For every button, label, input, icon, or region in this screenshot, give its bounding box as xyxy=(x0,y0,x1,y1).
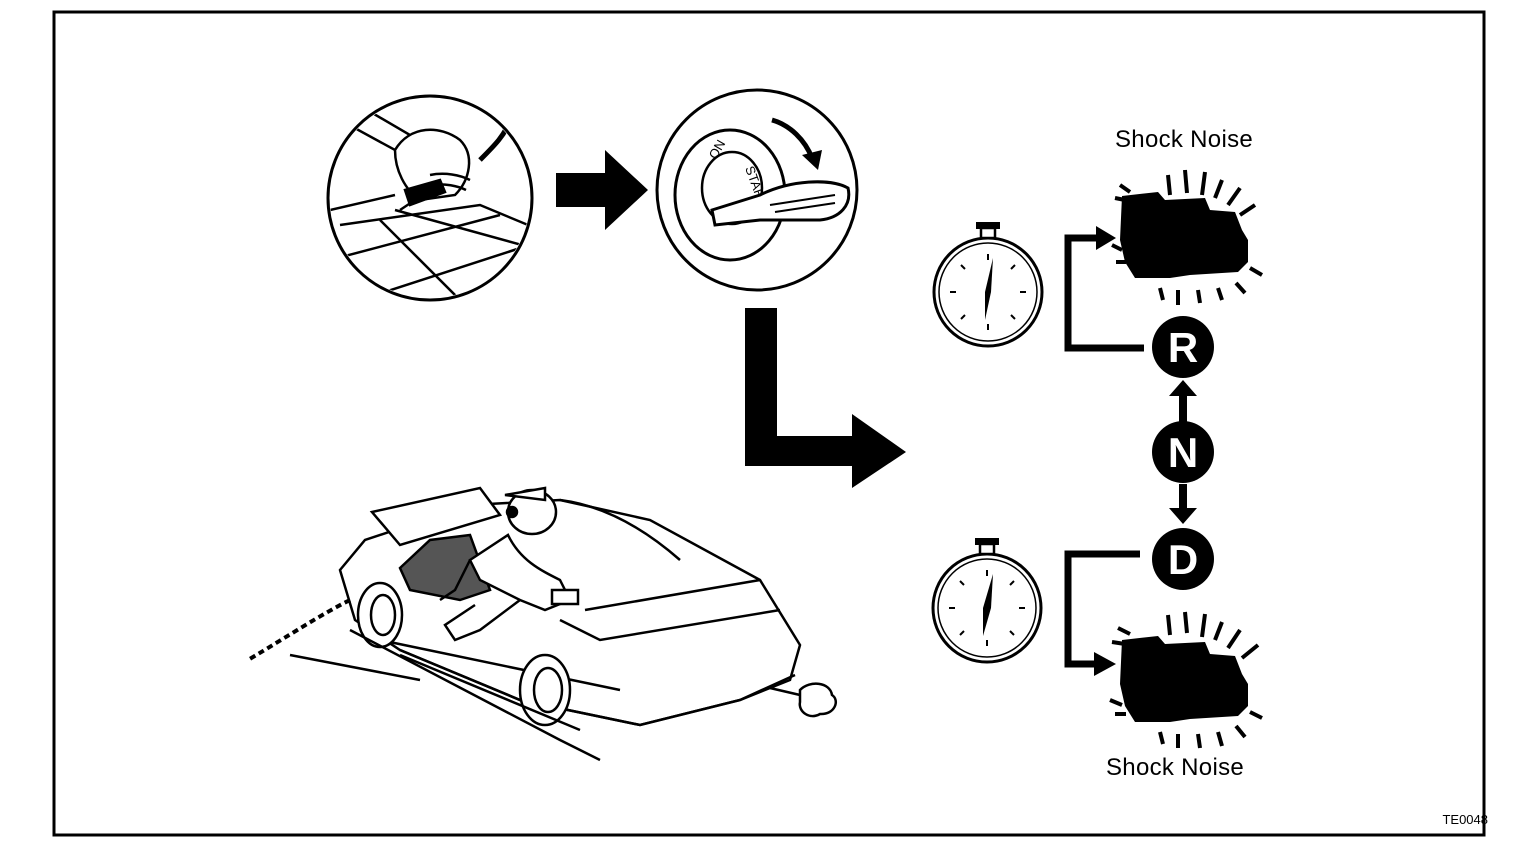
stopwatch-top-icon xyxy=(932,222,1044,348)
gear-r-circle xyxy=(1152,316,1214,378)
gear-n-label: N xyxy=(1168,429,1198,476)
stopwatch-bottom-icon xyxy=(931,538,1043,664)
arrow-n-to-r xyxy=(1169,380,1197,422)
gear-r-label: R xyxy=(1168,324,1198,371)
car-test-scene-icon xyxy=(246,486,837,762)
bracket-top-arrowhead xyxy=(1096,226,1116,250)
ignition-key-icon: ON START xyxy=(655,88,859,292)
l-shaped-arrow-icon xyxy=(745,308,906,488)
parking-brake-icon xyxy=(326,94,534,302)
bracket-bottom xyxy=(1064,550,1140,668)
bracket-bottom-arrowhead xyxy=(1094,652,1116,676)
figure-frame xyxy=(52,10,1486,837)
gear-selector: R N D xyxy=(1152,316,1214,590)
shock-noise-top-label: Shock Noise xyxy=(1115,126,1254,153)
right-arrow-icon xyxy=(556,150,648,230)
arrow-n-to-d xyxy=(1169,484,1197,524)
transmission-bottom-icon xyxy=(1109,611,1263,749)
bracket-top xyxy=(1064,234,1144,352)
shock-noise-bottom-label: Shock Noise xyxy=(1106,754,1245,781)
gear-d-label: D xyxy=(1168,536,1198,583)
transmission-top-icon xyxy=(1111,169,1264,305)
gear-d-circle xyxy=(1152,528,1214,590)
figure-reference: TE0048 xyxy=(1442,812,1488,827)
gear-n-circle xyxy=(1152,421,1214,483)
